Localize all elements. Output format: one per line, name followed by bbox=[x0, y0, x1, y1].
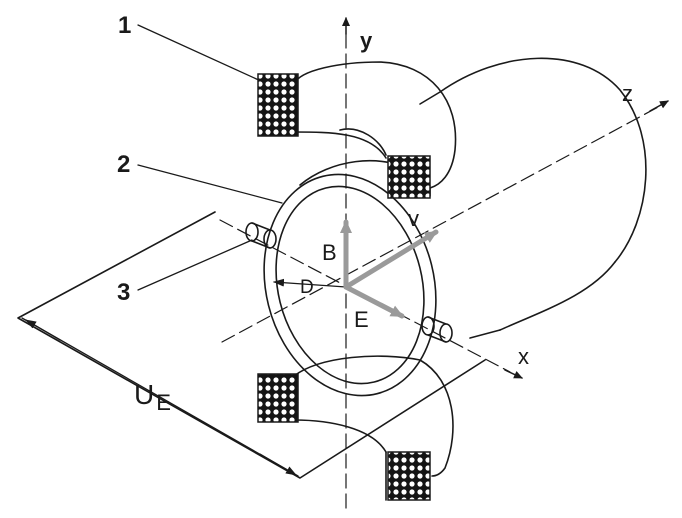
label-vector-e: E bbox=[354, 307, 369, 332]
electrode-left bbox=[245, 222, 277, 249]
electrode-plane bbox=[17, 211, 486, 479]
voltage-arrow-end bbox=[259, 453, 297, 476]
x-axis-arrow bbox=[504, 369, 523, 379]
label-axis-x: x bbox=[518, 344, 529, 369]
label-vector-b: B bbox=[322, 240, 337, 265]
leader-line-2 bbox=[137, 164, 283, 204]
label-axis-y: y bbox=[360, 28, 373, 53]
label-part-2: 2 bbox=[117, 151, 130, 178]
label-axis-z: z bbox=[622, 81, 633, 106]
label-diameter: D bbox=[300, 277, 314, 298]
label-part-1: 1 bbox=[118, 12, 131, 39]
leader-line-3 bbox=[137, 239, 253, 291]
diameter-dimension bbox=[273, 278, 347, 288]
vector-e-arrow bbox=[343, 284, 405, 319]
coil-winding-top-right bbox=[387, 155, 431, 199]
z-axis-line bbox=[221, 105, 661, 343]
pipe-body bbox=[419, 57, 647, 339]
z-axis-arrow bbox=[649, 100, 669, 112]
voltage-arrow-start bbox=[25, 319, 61, 341]
label-voltage: UE bbox=[134, 379, 171, 415]
label-part-3: 3 bbox=[117, 279, 130, 306]
coil-winding-bottom-right bbox=[387, 451, 431, 501]
label-vector-v: v bbox=[408, 206, 419, 231]
vector-v-arrow bbox=[343, 229, 439, 290]
electrode-right bbox=[421, 316, 453, 343]
voltage-dimension bbox=[21, 317, 299, 477]
coil-winding-top-left bbox=[257, 73, 299, 137]
coil-winding-bottom-left bbox=[257, 373, 299, 423]
upper-coil bbox=[293, 61, 457, 197]
